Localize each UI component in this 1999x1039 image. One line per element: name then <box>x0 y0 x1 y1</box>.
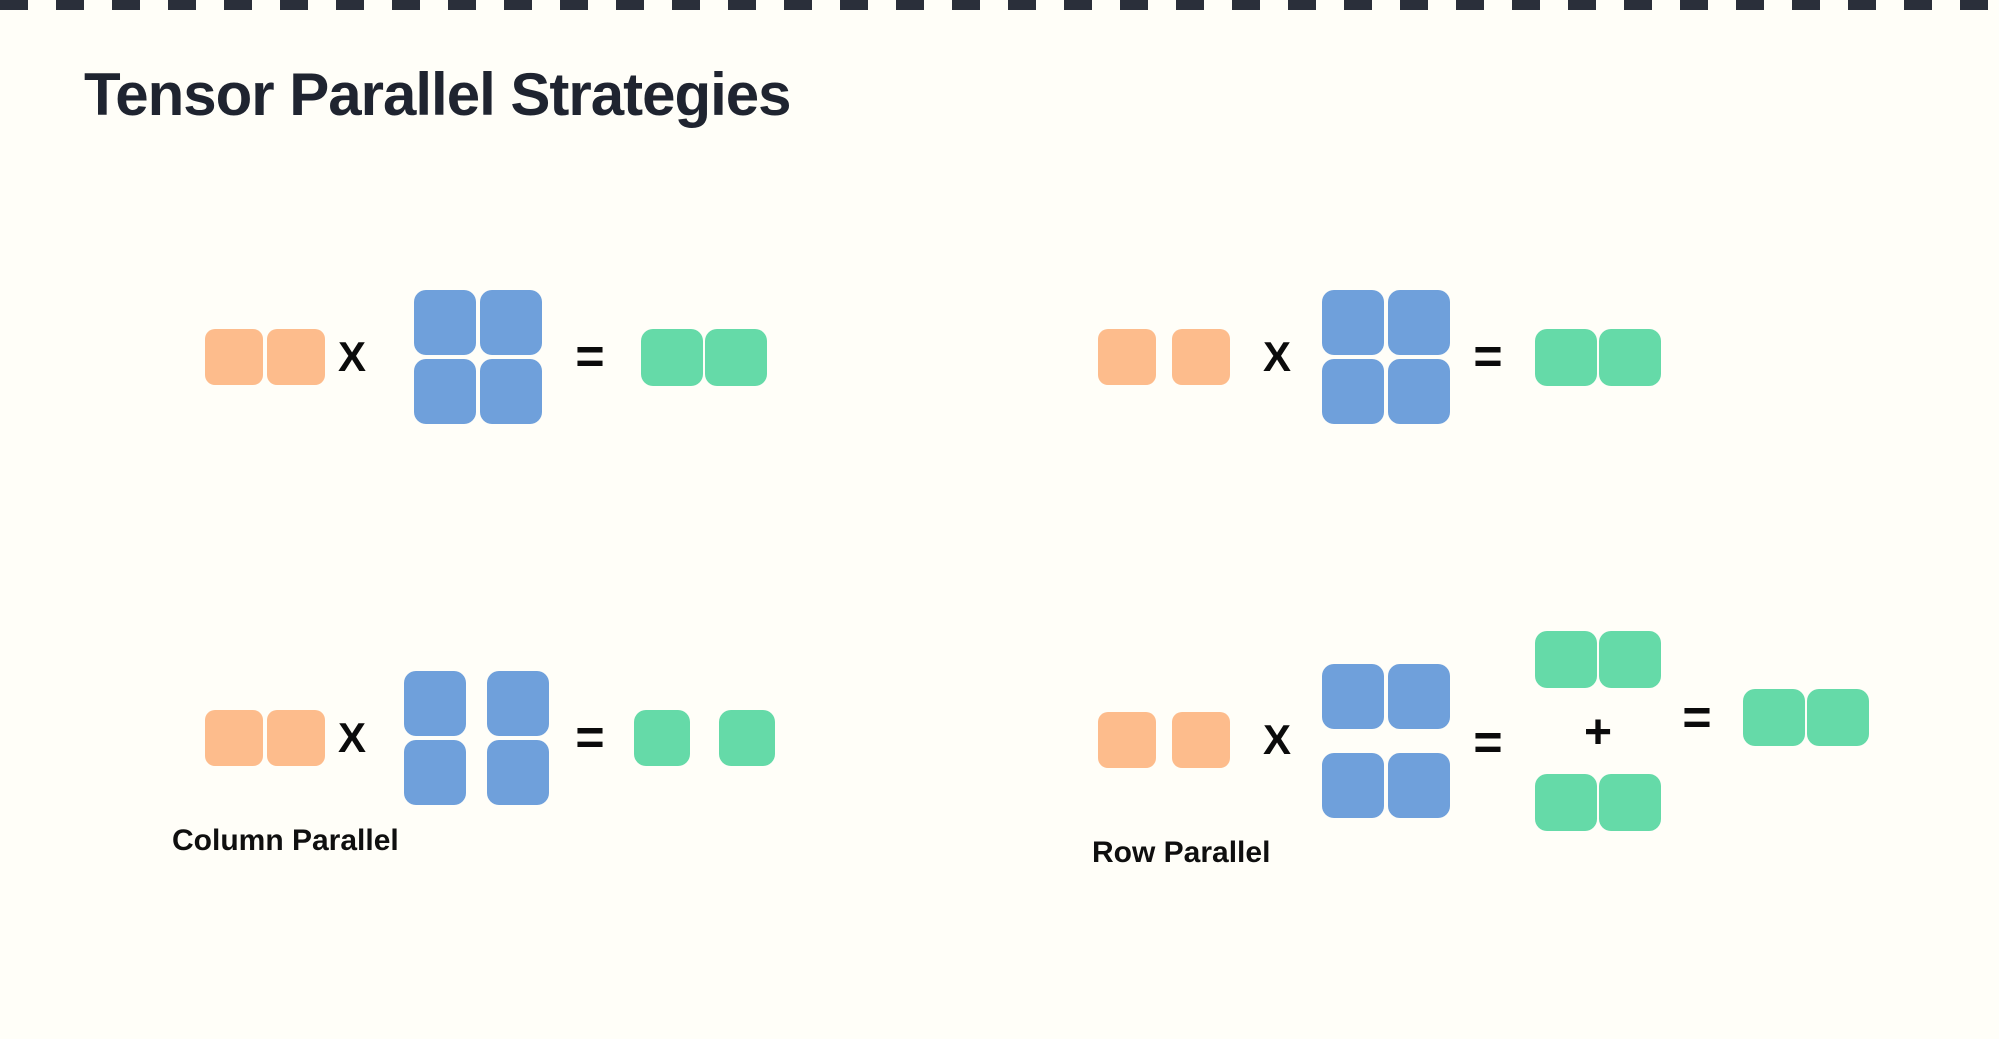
multiply-operator: X <box>1262 716 1291 763</box>
input-block <box>267 329 325 385</box>
equals-operator: = <box>1682 689 1712 745</box>
weight-block-row2 <box>1322 753 1384 818</box>
input-block <box>1172 712 1230 768</box>
weight-block-col1 <box>404 671 466 736</box>
row-parallel-label: Row Parallel <box>1092 836 1271 869</box>
plus-operator: + <box>1583 706 1613 759</box>
output-block-shard1 <box>634 710 690 766</box>
weight-block <box>480 359 542 424</box>
weight-block-col2 <box>487 740 549 805</box>
input-block <box>1098 712 1156 768</box>
equals-operator: = <box>575 709 605 765</box>
input-block <box>205 329 263 385</box>
partial-output-block <box>1535 774 1597 831</box>
weight-block <box>480 290 542 355</box>
final-output-block <box>1743 689 1805 746</box>
input-block <box>205 710 263 766</box>
weight-block <box>1388 290 1450 355</box>
weight-block <box>414 359 476 424</box>
weight-block <box>1388 359 1450 424</box>
diagram-top-right: X = <box>1098 290 1668 430</box>
equals-operator: = <box>575 328 605 384</box>
diagram-column-parallel: X = <box>205 664 795 824</box>
diagram-row-parallel: X = + = <box>1098 631 1878 841</box>
input-block <box>1172 329 1230 385</box>
output-block-shard2 <box>719 710 775 766</box>
column-parallel-label: Column Parallel <box>172 824 399 857</box>
output-block <box>641 329 703 386</box>
weight-block <box>414 290 476 355</box>
partial-output-block <box>1599 774 1661 831</box>
weight-block-row2 <box>1388 753 1450 818</box>
output-block <box>1599 329 1661 386</box>
output-block <box>1535 329 1597 386</box>
input-block <box>267 710 325 766</box>
multiply-operator: X <box>1262 333 1291 380</box>
weight-block-col1 <box>404 740 466 805</box>
diagram-top-left: X = <box>205 290 775 430</box>
multiply-operator: X <box>337 714 366 761</box>
top-dashed-strip <box>0 0 1999 10</box>
equals-operator: = <box>1473 328 1503 384</box>
partial-output-block <box>1599 631 1661 688</box>
weight-block-col2 <box>487 671 549 736</box>
final-output-block <box>1807 689 1869 746</box>
weight-block-row1 <box>1322 664 1384 729</box>
output-block <box>705 329 767 386</box>
page-title: Tensor Parallel Strategies <box>84 61 792 128</box>
partial-output-block <box>1535 631 1597 688</box>
weight-block-row1 <box>1388 664 1450 729</box>
weight-block <box>1322 359 1384 424</box>
equals-operator: = <box>1473 714 1503 770</box>
input-block <box>1098 329 1156 385</box>
weight-block <box>1322 290 1384 355</box>
multiply-operator: X <box>337 333 366 380</box>
